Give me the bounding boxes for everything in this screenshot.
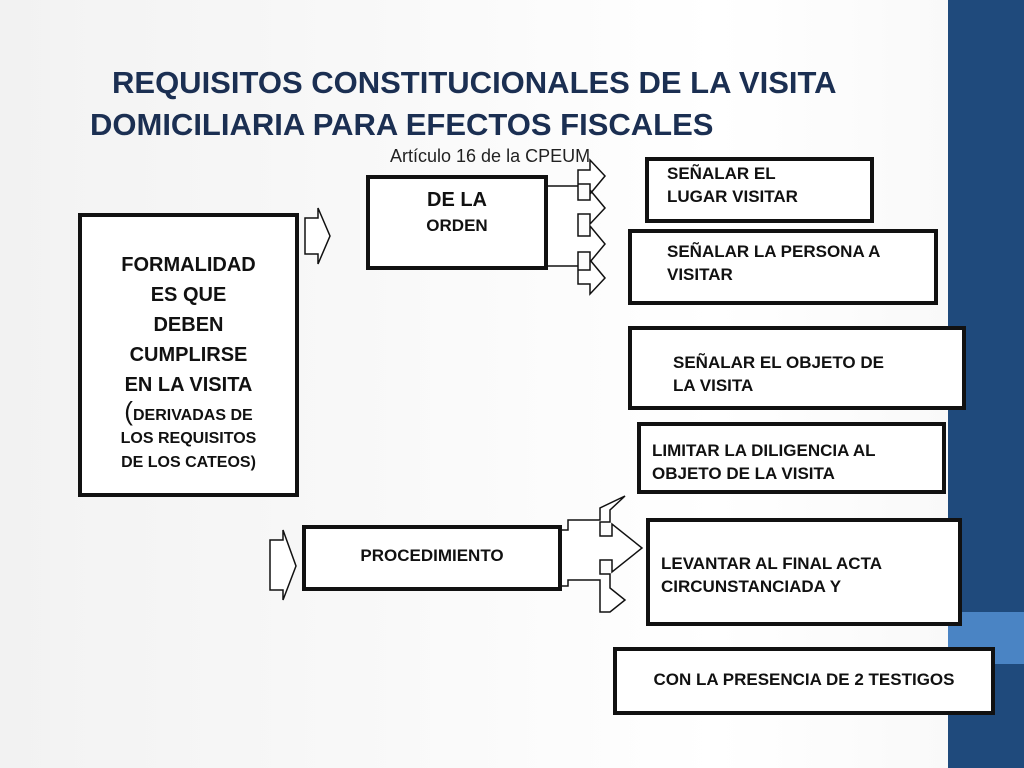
branch-arrows-procedimiento bbox=[562, 495, 644, 613]
item-line: LA VISITA bbox=[673, 376, 754, 395]
item-acta-box bbox=[646, 518, 962, 626]
subtitle: Artículo 16 de la CPEUM bbox=[390, 146, 591, 166]
item-line: LEVANTAR AL FINAL ACTA bbox=[661, 554, 882, 573]
formalidades-text: FORMALIDAD ES QUE DEBEN CUMPLIRSE EN LA … bbox=[84, 250, 293, 475]
item-line: SEÑALAR EL bbox=[667, 164, 776, 183]
item-objeto-text: SEÑALAR EL OBJETO DE LA VISITA bbox=[673, 351, 953, 397]
item-lugar-text: SEÑALAR EL LUGAR VISITAR bbox=[667, 162, 867, 208]
formalidades-line: DEBEN bbox=[153, 314, 224, 336]
item-line: VISITAR bbox=[667, 265, 733, 284]
orden-text: DE LA ORDEN bbox=[370, 186, 544, 237]
formalidades-line: DERIVADAS DE bbox=[132, 407, 253, 424]
title-line-2: DOMICILIARIA PARA EFECTOS FISCALES bbox=[90, 107, 714, 142]
slide-title: REQUISITOS CONSTITUCIONALES DE LA VISITA… bbox=[90, 62, 940, 146]
formalidades-line: EN LA VISITA bbox=[124, 374, 253, 396]
item-testigos-box bbox=[613, 647, 995, 715]
item-lugar-box bbox=[645, 157, 874, 223]
item-line: CIRCUNSTANCIADA Y bbox=[661, 577, 842, 596]
item-line: LIMITAR LA DILIGENCIA AL bbox=[652, 441, 876, 460]
title-line-1: REQUISITOS CONSTITUCIONALES DE LA VISITA bbox=[112, 65, 837, 100]
arrow-to-procedimiento bbox=[269, 529, 297, 601]
formalidades-line: CUMPLIRSE bbox=[129, 344, 248, 366]
item-objeto-box bbox=[628, 326, 966, 410]
item-limitar-box bbox=[637, 422, 946, 494]
item-persona-text: SEÑALAR LA PERSONA A VISITAR bbox=[667, 240, 932, 286]
arrow-to-orden bbox=[304, 207, 331, 265]
item-line: OBJETO DE LA VISITA bbox=[652, 464, 835, 483]
orden-line-1: DE LA bbox=[427, 189, 487, 211]
orden-box bbox=[366, 175, 548, 270]
item-limitar-text: LIMITAR LA DILIGENCIA AL OBJETO DE LA VI… bbox=[652, 439, 942, 485]
formalidades-box bbox=[78, 213, 299, 497]
formalidades-paren: ( bbox=[124, 396, 133, 426]
formalidades-line: FORMALIDAD bbox=[121, 254, 256, 276]
item-line: LUGAR VISITAR bbox=[667, 187, 798, 206]
procedimiento-box bbox=[302, 525, 562, 591]
procedimiento-text: PROCEDIMIENTO bbox=[360, 546, 504, 565]
item-persona-box bbox=[628, 229, 938, 305]
item-line: SEÑALAR EL OBJETO DE bbox=[673, 353, 884, 372]
item-testigos-text: CON LA PRESENCIA DE 2 TESTIGOS bbox=[653, 670, 955, 689]
orden-line-2: ORDEN bbox=[426, 216, 488, 235]
formalidades-line: DE LOS CATEOS) bbox=[121, 454, 256, 471]
item-line: SEÑALAR LA PERSONA A bbox=[667, 242, 881, 261]
item-acta-text: LEVANTAR AL FINAL ACTA CIRCUNSTANCIADA Y bbox=[661, 552, 956, 598]
formalidades-line: LOS REQUISITOS bbox=[120, 430, 257, 447]
formalidades-line: ES QUE bbox=[150, 284, 227, 306]
branch-arrows-orden bbox=[548, 158, 607, 296]
